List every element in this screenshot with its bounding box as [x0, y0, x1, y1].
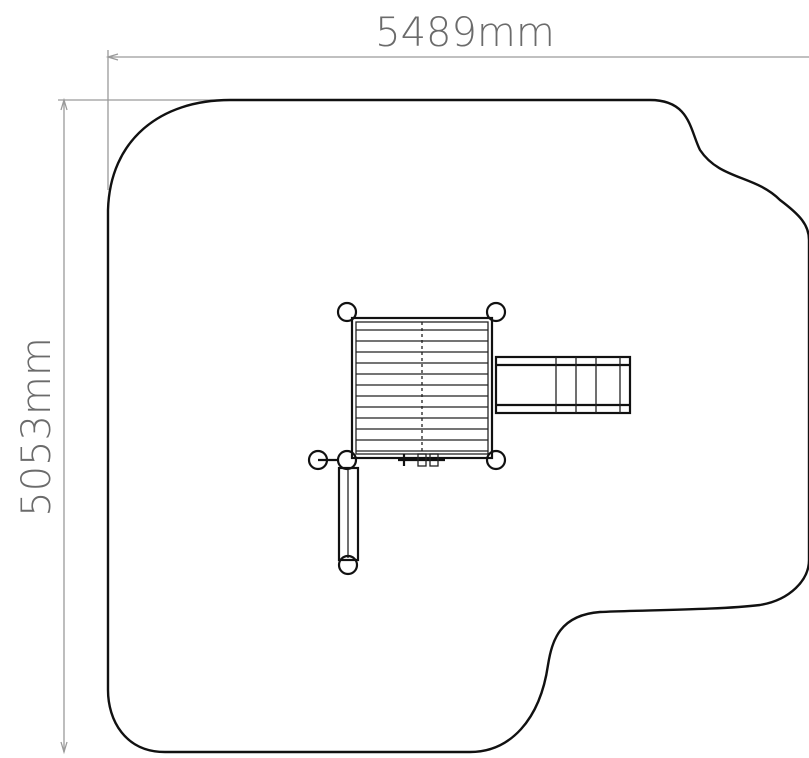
height-dimension: 5053mm: [14, 97, 230, 755]
ladder-rails: [337, 466, 360, 562]
corner-post-bottom-left: [336, 449, 358, 471]
corner-post-bottom-right: [485, 449, 507, 471]
width-label: 5489mm: [375, 10, 555, 56]
ladder-foot-post: [337, 554, 359, 576]
corner-post-top-left: [336, 301, 358, 323]
platform-deck: [350, 316, 494, 460]
slide: [494, 355, 632, 415]
width-dimension: 5489mm: [105, 10, 809, 190]
width-arrow-left: [105, 53, 119, 61]
height-label: 5053mm: [14, 337, 60, 517]
slide-chute: [494, 355, 632, 415]
safety-area-outline: [106, 98, 809, 754]
height-arrow-top: [60, 97, 68, 111]
deck-boards: [355, 321, 489, 455]
front-panel-marks: [398, 453, 445, 467]
height-arrow-bottom: [60, 741, 68, 755]
ladder: [337, 466, 360, 576]
play-structure: [307, 301, 632, 576]
corner-post-top-right: [485, 301, 507, 323]
